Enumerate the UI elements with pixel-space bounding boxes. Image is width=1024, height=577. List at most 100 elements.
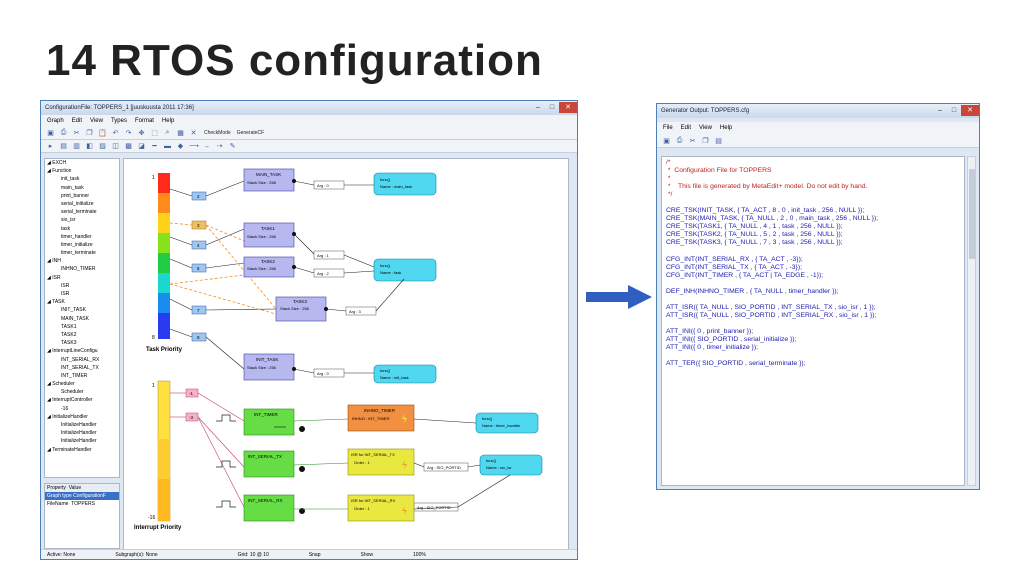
snap-checkbox[interactable]: Snap [308, 551, 321, 558]
menu-view[interactable]: View [699, 125, 712, 131]
inhno-timer-box[interactable]: INHNO_TIMER INHNO : INT_TIMER [347, 404, 415, 432]
delete-icon[interactable]: ✕ [190, 130, 197, 137]
tree-item[interactable]: ◢ INH [47, 258, 61, 265]
select-icon[interactable]: ⬚ [151, 130, 158, 137]
print-icon[interactable]: ⎙ [60, 129, 67, 136]
property-value[interactable]: TOPPERS [71, 501, 95, 507]
tree-item[interactable]: ◢ TASK [47, 299, 65, 306]
maximize-button[interactable]: □ [549, 104, 555, 111]
copy-icon[interactable]: ❐ [702, 137, 709, 145]
menu-format[interactable]: Format [134, 118, 154, 124]
init-task-box[interactable]: INIT_TASK Stack Size : 256 [243, 353, 295, 381]
menu-view[interactable]: View [90, 118, 103, 124]
relationship-tool-icon[interactable]: → [203, 142, 210, 150]
main-task-box[interactable]: MAIN_TASK Stack Size : 256 [243, 168, 295, 192]
isr-tx-box[interactable]: ISR for INT_SERIAL_TX Order : 1 [347, 448, 415, 476]
tree-item[interactable]: TASK3 [61, 340, 77, 347]
tree-item[interactable]: INIT_TASK [61, 307, 86, 314]
tree-item[interactable]: Scheduler [61, 389, 84, 396]
func-main-task[interactable]: func() Name : main_task [373, 172, 437, 196]
task3-box[interactable]: TASK3 Stack Size : 256 [275, 296, 327, 322]
tree-item[interactable]: timer_terminate [61, 250, 96, 257]
object-tool-icon[interactable]: ▥ [73, 143, 80, 150]
menu-edit[interactable]: Edit [680, 125, 692, 131]
relationship-tool-icon[interactable]: ⇢ [216, 143, 223, 150]
func-init-task[interactable]: func() Name : init_task [373, 364, 437, 384]
func-timer-handler[interactable]: func() Name : timer_handler [475, 412, 539, 434]
grid-icon[interactable]: ▦ [177, 130, 184, 137]
tree-item[interactable]: INT_SERIAL_RX [61, 356, 100, 363]
save-icon[interactable]: ▣ [663, 137, 670, 145]
tree-item[interactable]: ◢ InitializeHandler [47, 413, 88, 420]
tree-item[interactable]: main_task [61, 184, 84, 191]
close-button[interactable]: ✕ [961, 105, 979, 116]
object-tool-icon[interactable]: ▬ [164, 142, 171, 150]
redo-icon[interactable]: ↷ [125, 130, 132, 137]
object-tool-icon[interactable]: ◫ [112, 143, 119, 150]
move-icon[interactable]: ✥ [138, 130, 145, 137]
tree-item[interactable]: timer_handler [61, 233, 92, 240]
object-tool-icon[interactable]: ━ [152, 143, 157, 150]
tree-item[interactable]: InitializeHandler [61, 430, 97, 437]
minimize-button[interactable]: – [536, 104, 540, 111]
relationship-tool-icon[interactable]: ⟶ [189, 143, 200, 150]
object-tool-icon[interactable]: ▨ [99, 143, 106, 150]
code-text-area[interactable]: /* * Configuration File for TOPPERS * * … [661, 156, 965, 486]
menu-help[interactable]: Help [161, 118, 175, 124]
tree-item[interactable]: ISR [61, 282, 70, 289]
func-task[interactable]: func() Name : task [373, 258, 437, 282]
undo-icon[interactable]: ↶ [112, 130, 119, 137]
tree-item[interactable]: -16 [61, 405, 69, 412]
tree-item[interactable]: TASK1 [61, 323, 77, 330]
rtos-diagram[interactable]: 1 8 Task Priority 2 3 4 5 7 8 [124, 159, 570, 551]
property-value[interactable]: ConfigurationF [73, 493, 106, 499]
int-serial-rx-box[interactable]: INT_SERIAL_RX [243, 494, 305, 522]
func-sio-isr[interactable]: func() Name : sio_isr [479, 454, 543, 476]
object-tool-icon[interactable]: ▩ [125, 143, 132, 150]
task1-box[interactable]: TASK1 Stack Size : 256 [243, 222, 295, 248]
object-tool-icon[interactable]: ◪ [138, 143, 145, 150]
checkmode-button[interactable]: CheckMode [204, 130, 231, 136]
tree-item[interactable]: ◢ Function [47, 168, 72, 175]
tree-item[interactable]: sio_isr [61, 217, 76, 224]
object-tool-icon[interactable]: ◆ [177, 143, 184, 150]
tree-item[interactable]: serial_initialize [61, 200, 94, 207]
tree-item[interactable]: print_banner [61, 192, 90, 199]
tree-item[interactable]: init_task [61, 176, 80, 183]
save-icon[interactable]: ▣ [47, 130, 54, 137]
tree-item[interactable]: INHNO_TIMER [61, 266, 96, 273]
zoom-level[interactable]: 100% [413, 551, 426, 558]
task2-box[interactable]: TASK2 Stack Size : 256 [243, 256, 295, 278]
menu-graph[interactable]: Graph [47, 118, 64, 124]
zoom-icon[interactable]: ⌕ [165, 129, 170, 136]
tree-item[interactable]: ISR [61, 291, 70, 297]
tree-item[interactable]: TASK2 [61, 331, 77, 338]
tree-item[interactable]: task [61, 225, 71, 232]
tree-item[interactable]: ◢ InterruptLineConfigu [47, 348, 98, 355]
int-serial-tx-box[interactable]: INT_SERIAL_TX [243, 450, 305, 478]
paste-icon[interactable]: 📋 [98, 130, 107, 137]
tree-item[interactable]: MAIN_TASK [61, 315, 89, 322]
copy-icon[interactable]: ❐ [86, 130, 93, 137]
tree-item[interactable]: InitializeHandler [61, 438, 97, 445]
show-checkbox[interactable]: Show [360, 551, 374, 558]
vertical-scrollbar[interactable] [967, 156, 976, 486]
paste-icon[interactable]: ▤ [715, 137, 722, 145]
close-button[interactable]: ✕ [559, 102, 577, 113]
menu-edit[interactable]: Edit [71, 118, 83, 124]
pen-icon[interactable]: ✎ [229, 143, 236, 150]
scrollbar-thumb[interactable] [969, 169, 975, 259]
property-name[interactable]: FileName [47, 501, 69, 507]
tree-item[interactable]: ◢ Scheduler [47, 381, 75, 388]
tree-item[interactable]: ◢ TerminateHandler [47, 446, 92, 453]
print-icon[interactable]: ⎙ [676, 136, 683, 144]
object-tool-icon[interactable]: ▤ [60, 143, 67, 150]
menu-types[interactable]: Types [110, 118, 127, 124]
menu-help[interactable]: Help [719, 125, 733, 131]
property-name[interactable]: Graph type [47, 493, 72, 499]
cut-icon[interactable]: ✂ [689, 137, 696, 145]
tree-item[interactable]: ◢ InterruptController [47, 397, 93, 404]
cut-icon[interactable]: ✂ [73, 130, 80, 137]
menu-file[interactable]: File [663, 125, 673, 131]
